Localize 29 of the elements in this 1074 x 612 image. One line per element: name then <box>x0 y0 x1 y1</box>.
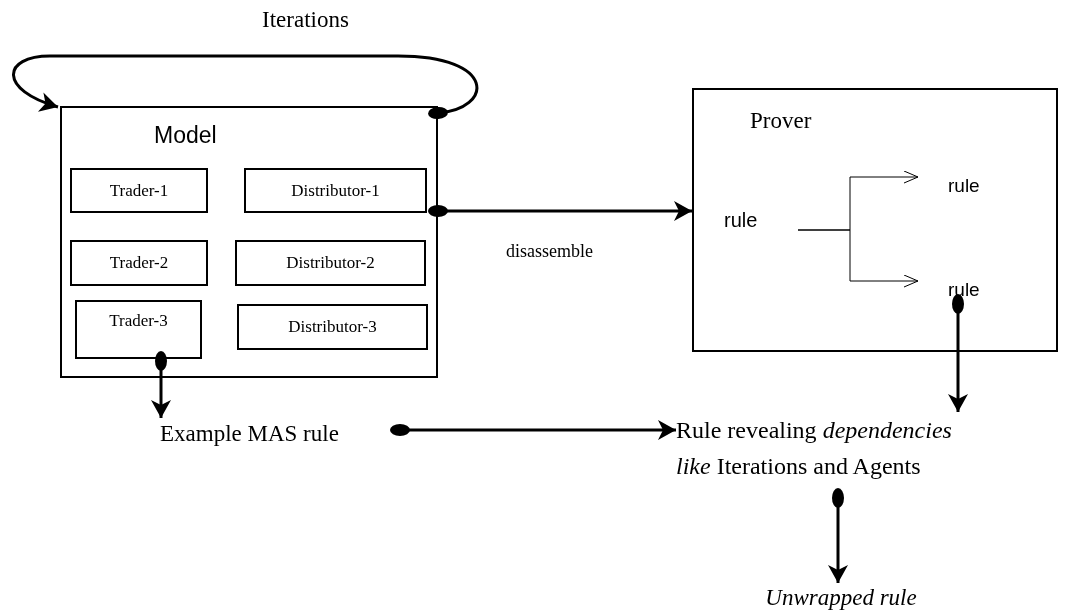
agent-box <box>75 300 202 359</box>
agent-label: Distributor-1 <box>291 179 380 202</box>
arrow <box>948 294 968 412</box>
agent-label: Distributor-2 <box>286 252 375 274</box>
rule-text: rule <box>948 175 980 195</box>
arrow <box>12 54 479 120</box>
arrow <box>390 420 676 440</box>
result-text: Example MAS rule <box>160 421 339 445</box>
agent-label: Trader-1 <box>109 179 169 202</box>
rule-text: rule <box>724 210 758 230</box>
arrow <box>797 229 919 288</box>
result-text: Unwrapped rule <box>765 585 917 609</box>
model-box <box>60 106 438 378</box>
agent-box <box>70 240 208 286</box>
agent-label: Trader-3 <box>109 310 168 332</box>
agent-label: Trader-2 <box>109 252 169 274</box>
prover-box <box>692 88 1058 352</box>
agent-box <box>70 168 208 213</box>
arrow <box>428 201 692 221</box>
result-text: Rule revealing dependencies like Iterations and Agents <box>676 417 952 479</box>
box-heading: Prover <box>750 107 812 135</box>
agent-label: Distributor-3 <box>288 316 377 338</box>
arrow <box>828 488 848 583</box>
rule-text: rule <box>948 279 980 299</box>
agent-box <box>244 168 427 213</box>
box-heading: Model <box>154 121 217 150</box>
arrow <box>151 351 171 418</box>
agent-box <box>235 240 426 286</box>
agent-box <box>237 304 428 350</box>
